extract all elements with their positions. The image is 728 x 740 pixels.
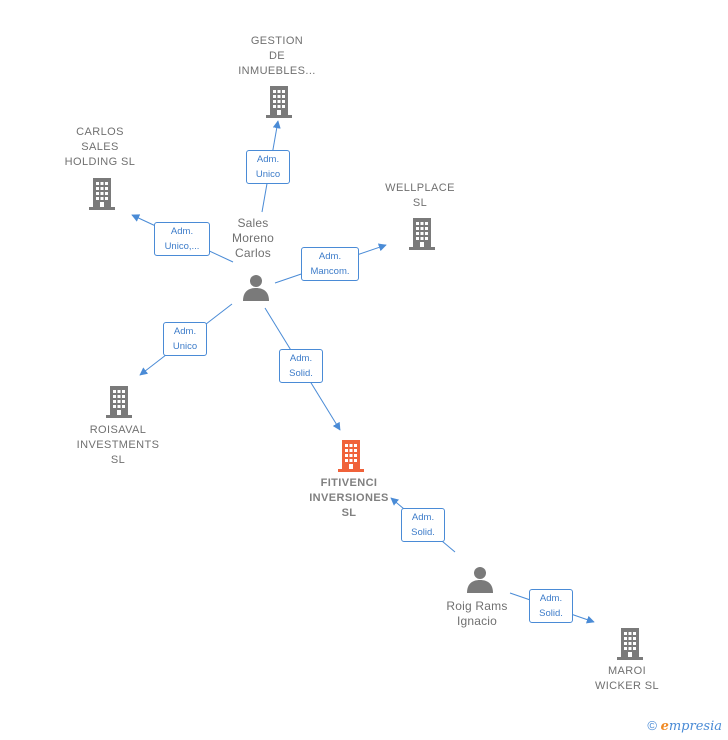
copyright-icon: © [647,718,657,733]
node-label-carlos-sales[interactable]: CARLOS SALES HOLDING SL [64,126,136,168]
node-label-roig-rams[interactable]: Roig Rams Ignacio [446,599,508,628]
node-label-sales-moreno[interactable]: Sales Moreno Carlos [232,216,274,260]
building-icon-fitivenci[interactable] [336,438,366,472]
building-icon-gestion[interactable] [264,84,294,118]
building-icon-wellplace[interactable] [407,216,437,250]
node-label-roisaval[interactable]: ROISAVAL INVESTMENTS SL [76,424,160,466]
building-icon-carlos-sales[interactable] [87,176,117,210]
node-label-gestion[interactable]: GESTION DE INMUEBLES... [238,35,316,77]
node-label-fitivenci[interactable]: FITIVENCI INVERSIONES SL [309,477,389,519]
node-label-wellplace[interactable]: WELLPLACE SL [385,182,455,209]
edge-label-fitivenci-1[interactable]: Adm. Solid. [279,349,323,383]
building-icon-roisaval[interactable] [104,384,134,418]
edge-label-wellplace[interactable]: Adm. Mancom. [301,247,359,281]
edge-label-fitivenci-2[interactable]: Adm. Solid. [401,508,445,542]
building-icon-maroi[interactable] [615,626,645,660]
edge-label-roisaval[interactable]: Adm. Unico [163,322,207,356]
node-label-maroi[interactable]: MAROI WICKER SL [594,665,660,692]
person-icon-sales-moreno[interactable] [241,272,271,302]
edge-label-gestion[interactable]: Adm. Unico [246,150,290,184]
person-icon-roig-rams[interactable] [465,564,495,594]
edge-label-carlos[interactable]: Adm. Unico,... [154,222,210,256]
empresia-watermark: © empresia [647,718,722,734]
edge-label-maroi[interactable]: Adm. Solid. [529,589,573,623]
empresia-logo: empresia [660,719,722,734]
